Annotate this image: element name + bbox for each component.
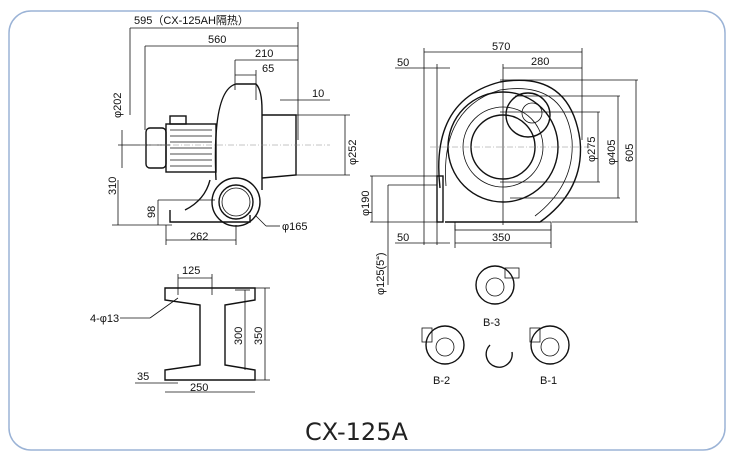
dim-125-inch: φ125(5“) (375, 252, 387, 295)
dim-overall-length-insulated: 595（CX-125AH隔热） (134, 14, 249, 27)
dim-outlet-dia: φ252 (347, 140, 359, 166)
dim-570: 570 (492, 41, 510, 53)
dim-350: 350 (492, 232, 510, 244)
orientation-b2: B-2 (421, 325, 465, 387)
dim-35: 35 (137, 371, 149, 383)
front-view: 570 50 280 φ275 φ405 605 φ190 50 350 φ12… (360, 41, 638, 295)
model-title: CX-125A (305, 418, 408, 446)
dim-motor-dia: φ202 (112, 93, 124, 119)
dim-300: 300 (233, 327, 245, 345)
dim-350-base: 350 (253, 327, 265, 345)
dim-65: 65 (262, 63, 274, 75)
dim-98: 98 (146, 206, 158, 218)
orientation-b3: B-3 (475, 265, 520, 329)
dim-50-top: 50 (397, 57, 409, 69)
dim-190: φ190 (360, 191, 372, 217)
dim-210: 210 (255, 48, 273, 60)
dim-length: 560 (208, 34, 226, 46)
label-b1: B-1 (540, 375, 557, 387)
rotation-arrow-icon (485, 344, 513, 368)
dim-405: φ405 (606, 140, 618, 166)
dim-250: 250 (190, 382, 208, 394)
dim-262: 262 (190, 231, 208, 243)
dim-bolt-holes: 4-φ13 (90, 313, 119, 325)
orientation-b1: B-1 (529, 325, 570, 387)
dim-125: 125 (182, 265, 200, 277)
dim-280: 280 (531, 56, 549, 68)
base-view: 125 4-φ13 300 350 35 250 (90, 265, 270, 394)
dim-10: 10 (312, 88, 324, 100)
frame-border (8, 10, 726, 451)
dim-275: φ275 (586, 137, 598, 163)
dim-center-height: 310 (107, 177, 119, 195)
side-view: 595（CX-125AH隔热） 560 210 65 10 φ202 φ252 … (107, 14, 359, 245)
dim-inlet-dia: φ165 (282, 221, 308, 233)
dim-605: 605 (624, 144, 636, 162)
label-b3: B-3 (483, 317, 500, 329)
dim-50-bottom: 50 (397, 232, 409, 244)
label-b2: B-2 (433, 375, 450, 387)
